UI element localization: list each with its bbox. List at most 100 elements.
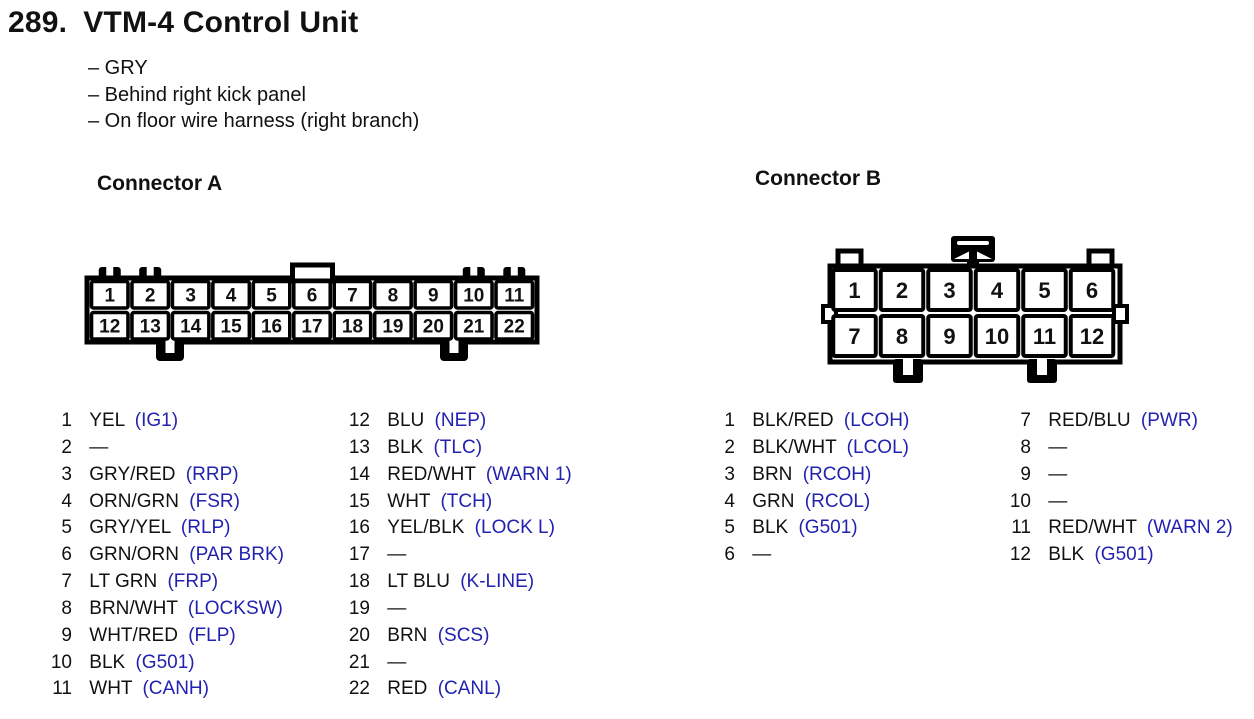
pin-cell-label: 12: [1080, 324, 1104, 349]
pin-number: 10: [1009, 490, 1031, 512]
pin-cell: [332, 310, 373, 341]
connector-b-heading: Connector B: [755, 167, 881, 190]
pin-list-item: 10 —: [1003, 491, 1233, 518]
pin-cell-label: 16: [261, 317, 282, 338]
pin-number: 8: [61, 597, 72, 619]
pin-list-item: 7 LT GRN (FRP): [40, 571, 284, 598]
pin-list-item: 22 RED (CANL): [345, 678, 572, 705]
pin-cell-label: 20: [423, 317, 444, 338]
location-notes: – GRY – Behind right kick panel – On flo…: [88, 55, 419, 135]
signal-name: (TLC): [433, 436, 483, 458]
pin-list-item: 11 RED/WHT (WARN 2): [1003, 517, 1232, 544]
signal-name: (G501): [798, 517, 858, 539]
pin-number: 11: [52, 678, 72, 700]
wire-color: LT BLU: [387, 571, 450, 593]
wire-color: BRN: [387, 624, 428, 646]
wire-color: LT GRN: [89, 571, 158, 593]
wire-color: YEL/BLK: [387, 517, 465, 539]
pin-cell-label: 9: [428, 286, 439, 307]
pin-cell: [170, 310, 211, 341]
signal-name: (TCH): [440, 490, 493, 512]
signal-name: (PAR BRK): [189, 544, 284, 566]
pin-list-item: 12 BLU (NEP): [345, 410, 572, 437]
pin-cell-label: 1: [104, 286, 115, 307]
pin-cell-label: 7: [347, 286, 358, 307]
signal-name: (FRP): [167, 571, 219, 593]
pin-cell: [973, 314, 1021, 358]
pin-number: 13: [348, 436, 370, 458]
pin-cell-label: 11: [504, 286, 525, 307]
pin-number: 1: [724, 410, 735, 431]
pin-number: 3: [724, 463, 735, 485]
wire-color: RED/WHT: [1048, 517, 1137, 539]
wire-color: —: [89, 436, 109, 458]
pin-number: 12: [348, 410, 370, 431]
signal-name: (LOCK L): [474, 517, 555, 539]
pin-list-item: 9 WHT/RED (FLP): [40, 625, 284, 652]
pin-cell: [413, 310, 454, 341]
wire-color: —: [387, 544, 407, 566]
mount-tabs-bottom: [156, 339, 468, 361]
connector-a-pin-list-col1: 1 YEL (IG1) 2 — 3 GRY/RED (RRP) 4 ORN/GR…: [40, 410, 284, 705]
pin-cell: [251, 310, 292, 341]
wire-color: —: [387, 651, 407, 673]
pin-list-item: 4 ORN/GRN (FSR): [40, 491, 284, 518]
pin-cell: [211, 279, 252, 310]
connector-a-heading: Connector A: [97, 172, 223, 195]
pin-list-item: 6 GRN/ORN (PAR BRK): [40, 544, 284, 571]
wire-color: GRY/YEL: [89, 517, 171, 539]
pin-cell: [926, 314, 973, 358]
pin-number: 22: [348, 678, 370, 700]
pin-cell: [1068, 314, 1116, 358]
pin-list-item: 14 RED/WHT (WARN 1): [345, 464, 572, 491]
connector-a-pin-list-col2: 12 BLU (NEP) 13 BLK (TLC) 14 RED/WHT (WA…: [345, 410, 572, 705]
pin-cell: [494, 279, 535, 310]
signal-name: (RCOH): [802, 463, 872, 485]
pin-cell-label: 4: [991, 278, 1004, 303]
pin-cell: [291, 279, 333, 310]
pin-number: 1: [61, 410, 72, 431]
wire-color: WHT: [387, 490, 431, 512]
pin-number: 9: [1020, 463, 1031, 485]
pin-number: 19: [348, 597, 370, 619]
pin-cell-label: 10: [463, 286, 484, 307]
pin-cell: [251, 279, 292, 310]
pin-number: 6: [724, 544, 735, 566]
pin-list-item: 5 GRY/YEL (RLP): [40, 517, 284, 544]
pin-cell: [1021, 268, 1068, 312]
pin-number: 11: [1011, 517, 1031, 539]
page-title: 289. VTM-4 Control Unit: [8, 6, 358, 40]
pin-number: 5: [724, 517, 735, 539]
pin-list-item: 19 —: [345, 598, 572, 625]
pin-cell-label: 2: [145, 286, 156, 307]
pin-cell-label: 8: [896, 324, 908, 349]
wire-color: ORN/GRN: [89, 490, 180, 512]
signal-name: (RLP): [180, 517, 231, 539]
pin-number: 2: [724, 436, 735, 458]
wire-color: BLK: [89, 651, 126, 673]
pin-cell: [878, 314, 926, 358]
pin-list-item: 15 WHT (TCH): [345, 491, 572, 518]
pin-list-item: 8 BRN/WHT (LOCKSW): [40, 598, 284, 625]
signal-name: (K-LINE): [460, 571, 535, 593]
wire-color: —: [1048, 463, 1068, 485]
pin-cell: [130, 279, 171, 310]
signal-name: (IG1): [134, 410, 179, 431]
wire-color: WHT: [89, 678, 133, 700]
wire-color: BLK: [752, 517, 789, 539]
pin-number: 18: [348, 571, 370, 593]
pin-cell: [1068, 268, 1116, 312]
pin-cell-label: 14: [180, 317, 202, 338]
wire-color: GRN: [752, 490, 795, 512]
pin-cell: [372, 310, 413, 341]
pin-cell-label: 17: [301, 317, 322, 338]
pin-number: 5: [61, 517, 72, 539]
signal-name: (NEP): [434, 410, 487, 431]
pin-number: 16: [348, 517, 370, 539]
section-number: 289.: [8, 6, 68, 39]
pin-cell: [831, 314, 878, 358]
pin-number: 17: [348, 544, 370, 566]
pin-list-item: 3 GRY/RED (RRP): [40, 464, 284, 491]
